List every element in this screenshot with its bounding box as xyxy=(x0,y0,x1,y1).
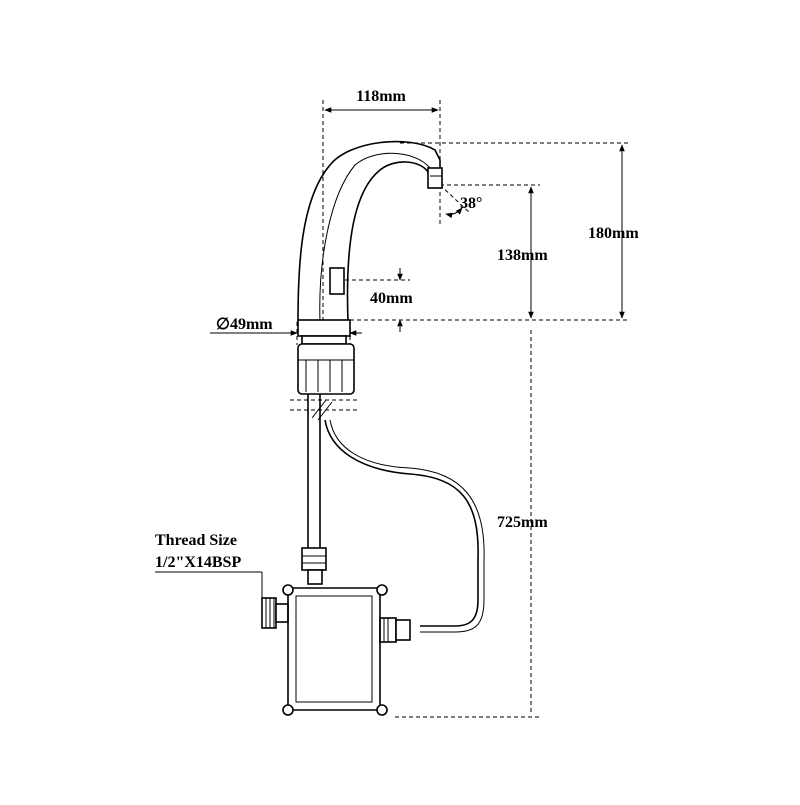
label-sensor-height: 40mm xyxy=(370,290,413,307)
mounting-hole xyxy=(376,704,388,716)
mounting-hole xyxy=(282,584,294,596)
label-thread-spec: 1/2"X14BSP xyxy=(155,554,241,571)
control-box xyxy=(282,584,388,716)
fittings xyxy=(261,547,411,643)
label-spout-angle: 38° xyxy=(460,195,482,212)
mounting-hole xyxy=(376,584,388,596)
dimension-lines xyxy=(210,100,630,718)
label-outlet-height: 138mm xyxy=(497,247,548,264)
faucet-body xyxy=(297,140,443,395)
sensor-cable xyxy=(324,419,485,633)
label-hose-length: 725mm xyxy=(497,514,548,531)
label-spout-reach: 118mm xyxy=(356,88,406,105)
mounting-hole xyxy=(282,704,294,716)
label-base-diameter: ∅49mm xyxy=(216,316,273,333)
shank xyxy=(290,394,360,548)
label-total-height: 180mm xyxy=(588,225,639,242)
label-thread-title: Thread Size xyxy=(155,532,237,549)
